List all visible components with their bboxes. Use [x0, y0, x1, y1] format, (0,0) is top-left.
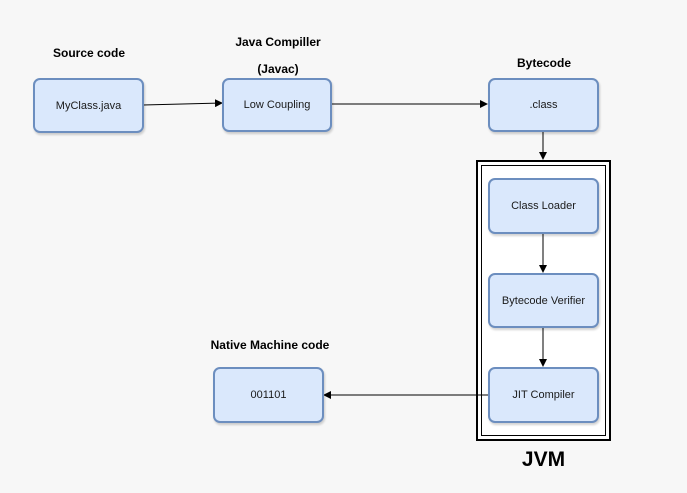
class-file-node: .class: [488, 78, 599, 132]
myclass-java-node: MyClass.java: [33, 78, 144, 133]
arrow-myclass-to-compiler: [142, 99, 223, 108]
jit-compiler-node: JIT Compiler: [488, 367, 599, 423]
compiler-node-text: Low Coupling: [243, 99, 311, 111]
class-loader-node: Class Loader: [488, 178, 599, 234]
native-machine-code-heading: Native Machine code: [210, 338, 330, 352]
native-output-node: 001101: [213, 367, 324, 423]
myclass-java-text: MyClass.java: [55, 99, 122, 112]
class-file-text: .class: [529, 99, 558, 111]
class-loader-text: Class Loader: [511, 200, 576, 212]
jvm-label: JVM: [521, 448, 566, 471]
bytecode-verifier-node: Bytecode Verifier: [488, 273, 599, 328]
source-code-heading: Source code: [52, 46, 126, 60]
bytecode-verifier-text: Bytecode Verifier: [501, 294, 586, 307]
bytecode-heading: Bytecode: [516, 56, 572, 70]
java-compiler-heading: Java Compiller: [235, 35, 321, 49]
jit-compiler-text: JIT Compiler: [512, 389, 575, 401]
native-output-text: 001101: [250, 389, 287, 401]
javac-heading: (Javac): [257, 62, 299, 76]
compiler-node: Low Coupling: [222, 78, 332, 132]
